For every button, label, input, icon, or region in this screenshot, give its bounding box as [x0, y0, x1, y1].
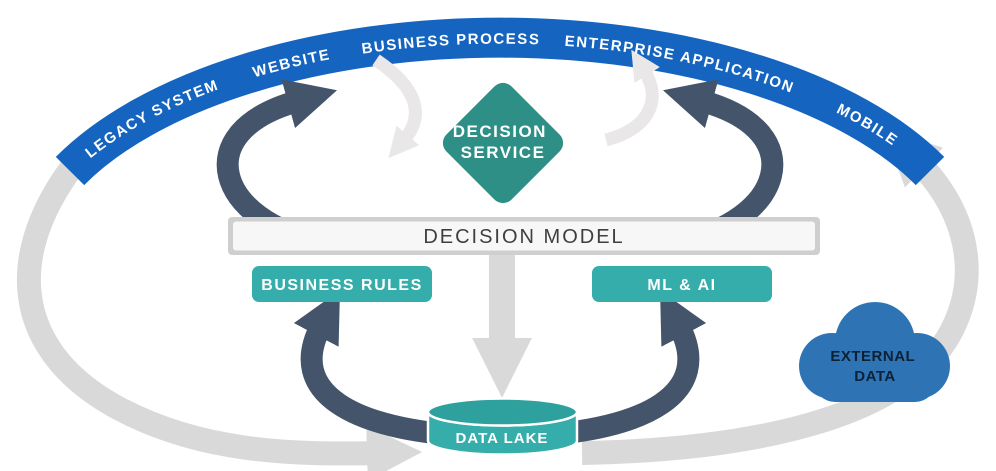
- decision-service-line1: DECISION: [453, 122, 547, 141]
- decision-service-label: DECISION SERVICE: [453, 122, 553, 162]
- decision-model-label: DECISION MODEL: [423, 226, 624, 248]
- decision-service-line2: SERVICE: [461, 143, 546, 162]
- outer-loop-left-arrow: [16, 142, 423, 471]
- external-data-cloud: EXTERNAL DATA: [799, 302, 950, 402]
- cloud-base: [814, 360, 936, 402]
- external-data-line1: EXTERNAL: [830, 348, 915, 365]
- decision-model-bar: [233, 221, 815, 251]
- data-lake-cylinder-top: [426, 397, 579, 427]
- channel-band: [55, 17, 945, 186]
- business-rules-box: [252, 266, 432, 302]
- external-data-line2: DATA: [854, 368, 895, 385]
- band-to-service-arrow: [372, 54, 422, 159]
- ml-ai-label: ML & AI: [647, 277, 716, 294]
- service-to-band-arrow: [604, 49, 660, 147]
- data-lake-label: DATA LAKE: [456, 430, 549, 447]
- external-data-label: EXTERNAL DATA: [830, 348, 919, 385]
- business-rules-label: BUSINESS RULES: [261, 277, 422, 294]
- decision-service-diamond: [442, 82, 564, 204]
- ml-ai-box: [592, 266, 772, 302]
